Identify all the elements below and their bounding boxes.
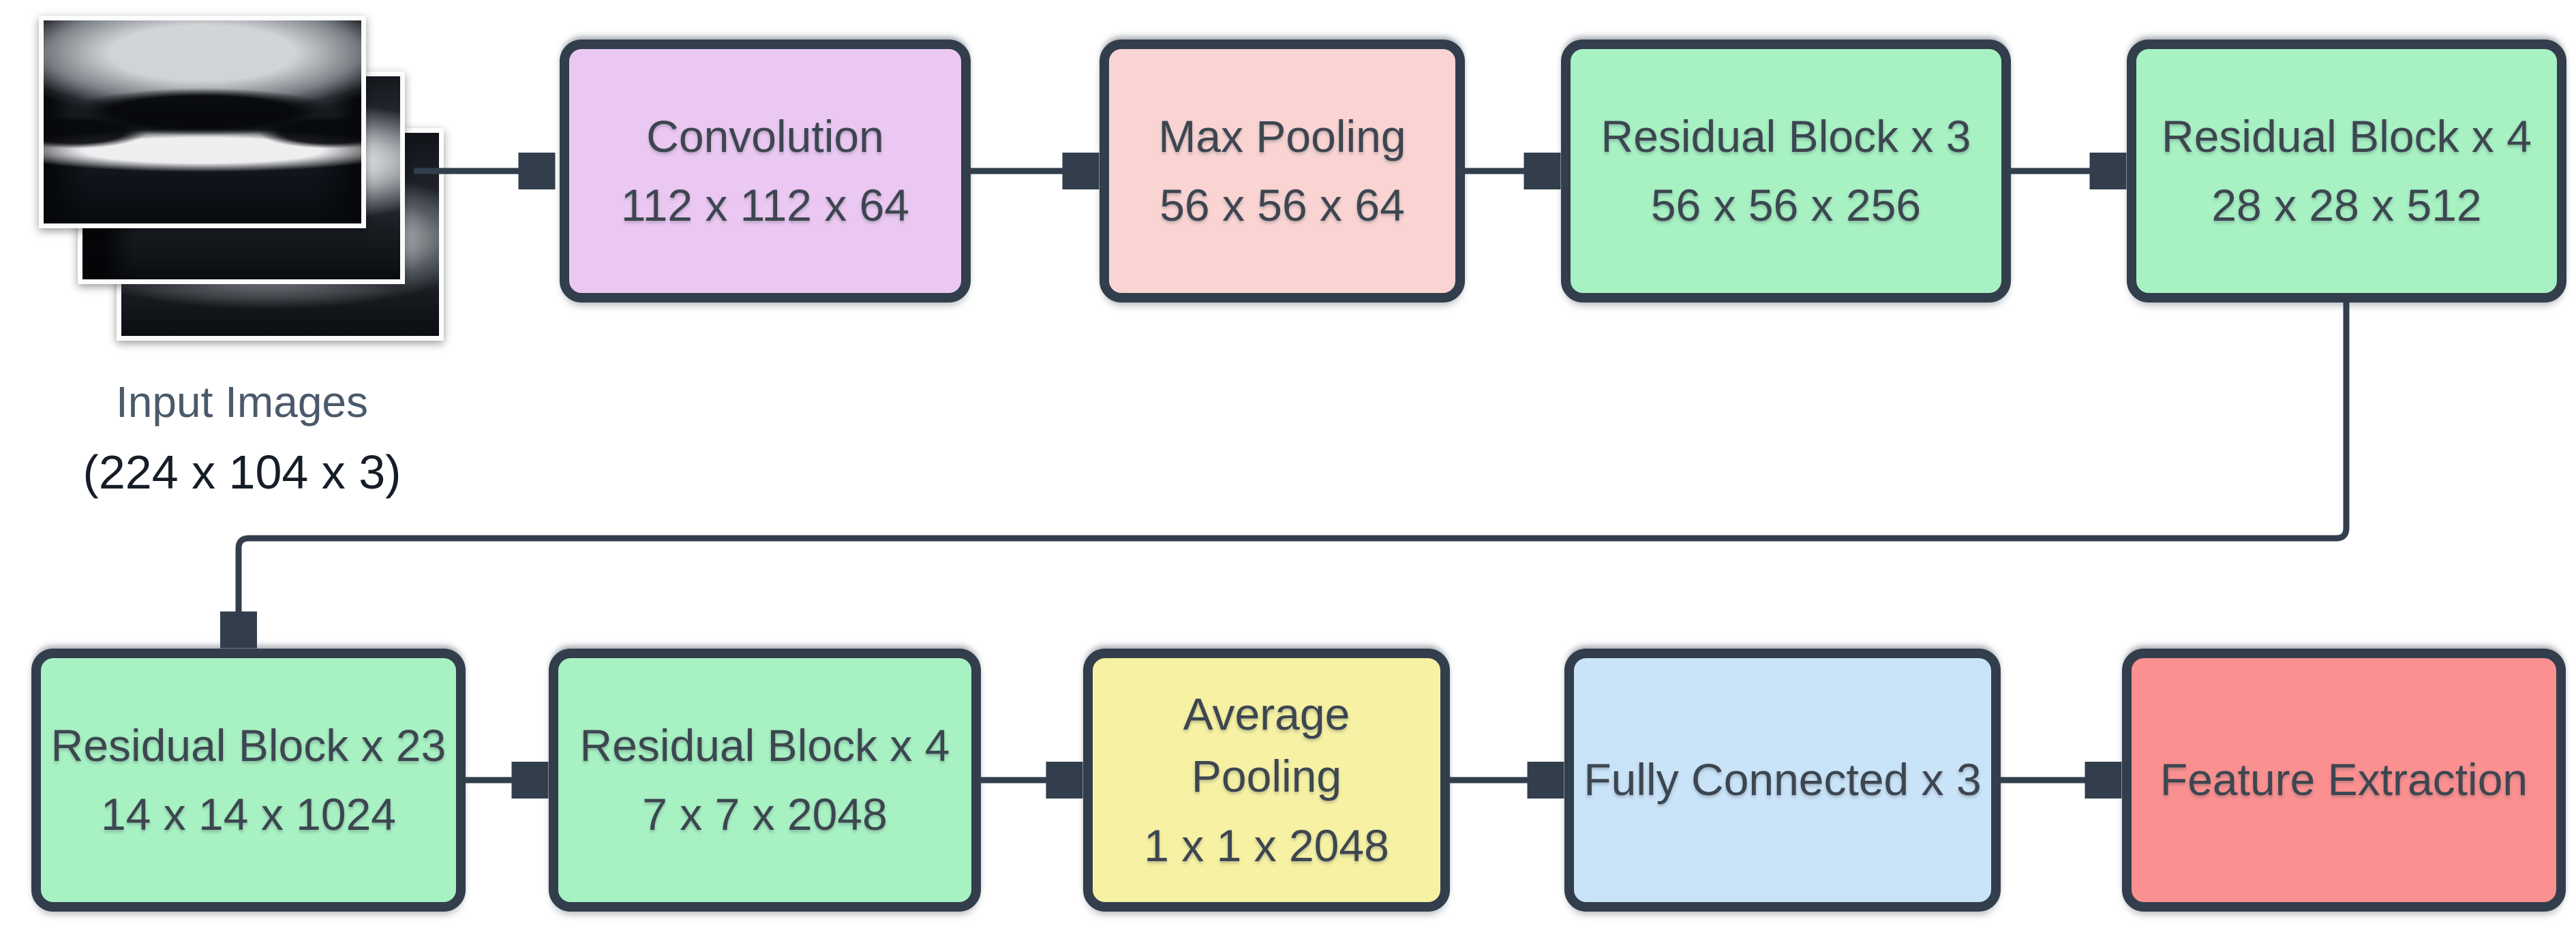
- block-title: Convolution: [646, 110, 884, 161]
- input-caption: Input Images (224 x 104 x 3): [27, 376, 457, 501]
- block-convolution: Convolution 112 x 112 x 64: [560, 40, 971, 303]
- block-residual-x4-bottom: Residual Block x 4 7 x 7 x 2048: [549, 649, 981, 912]
- block-max-pooling: Max Pooling 56 x 56 x 64: [1100, 40, 1465, 303]
- block-residual-x4-top: Residual Block x 4 28 x 28 x 512: [2127, 40, 2566, 303]
- block-average-pooling: Average Pooling 1 x 1 x 2048: [1083, 649, 1450, 912]
- block-fully-connected: Fully Connected x 3: [1564, 649, 2001, 912]
- block-residual-x3: Residual Block x 3 56 x 56 x 256: [1561, 40, 2011, 303]
- block-feature-extraction: Feature Extraction: [2122, 649, 2566, 912]
- block-title: Average Pooling: [1183, 689, 1350, 802]
- arrow-elbow-resblock4-to-resblock23: [239, 303, 2350, 615]
- input-caption-dims: (224 x 104 x 3): [82, 445, 401, 499]
- block-dims: 56 x 56 x 64: [1160, 180, 1405, 230]
- block-title: Max Pooling: [1158, 110, 1406, 161]
- block-dims: 28 x 28 x 512: [2211, 180, 2482, 230]
- xray-image-front: [39, 16, 366, 228]
- block-dims: 1 x 1 x 2048: [1144, 820, 1389, 871]
- block-dims: 14 x 14 x 1024: [101, 789, 396, 839]
- block-title: Residual Block x 4: [2162, 110, 2532, 161]
- block-title: Residual Block x 4: [579, 719, 950, 771]
- block-residual-x23: Residual Block x 23 14 x 14 x 1024: [31, 649, 466, 912]
- block-title: Residual Block x 3: [1601, 110, 1971, 161]
- block-dims: 7 x 7 x 2048: [642, 789, 888, 839]
- block-title: Fully Connected x 3: [1584, 754, 1982, 805]
- input-caption-label: Input Images: [116, 377, 368, 427]
- block-dims: 56 x 56 x 256: [1650, 180, 1922, 230]
- block-dims: 112 x 112 x 64: [620, 180, 910, 230]
- block-title: Feature Extraction: [2160, 754, 2528, 805]
- block-title: Residual Block x 23: [50, 719, 446, 771]
